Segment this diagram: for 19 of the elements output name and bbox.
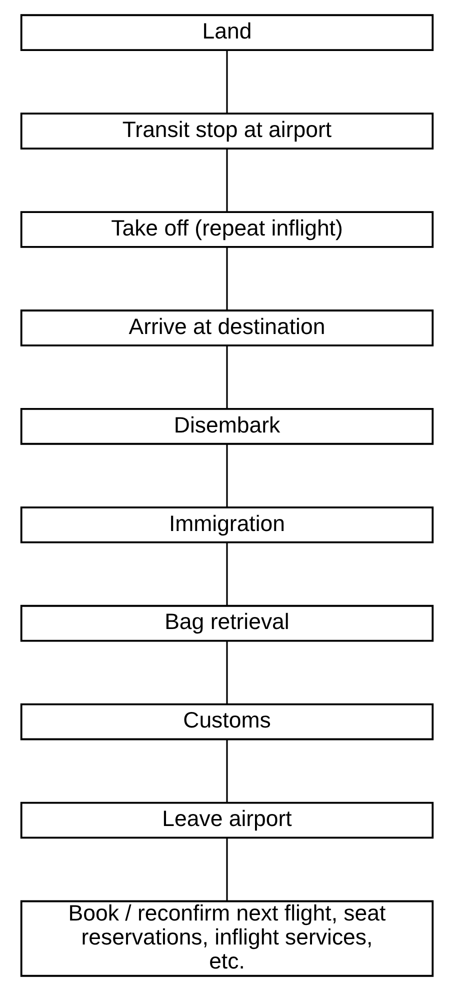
node-box: Take off (repeat inflight) — [20, 211, 434, 248]
node-box: Bag retrieval — [20, 604, 434, 642]
node-box: Arrive at destination — [20, 310, 434, 346]
node-box: Customs — [20, 703, 434, 740]
connector — [226, 740, 228, 803]
connector — [226, 247, 228, 310]
node-box: Immigration — [20, 506, 434, 544]
node-box: Transit stop at airport — [20, 112, 434, 150]
node-box: Land — [20, 14, 434, 52]
connector — [226, 838, 228, 902]
node-box: Book / reconfirm next flight, seat reservations, inflight services, etc. — [20, 900, 434, 977]
connector — [226, 148, 228, 212]
connector — [226, 542, 228, 606]
connector — [226, 346, 228, 409]
connector — [226, 444, 228, 508]
connector — [226, 641, 228, 704]
connector — [226, 50, 228, 114]
node-box: Leave airport — [20, 802, 434, 839]
node-box: Disembark — [20, 408, 434, 445]
